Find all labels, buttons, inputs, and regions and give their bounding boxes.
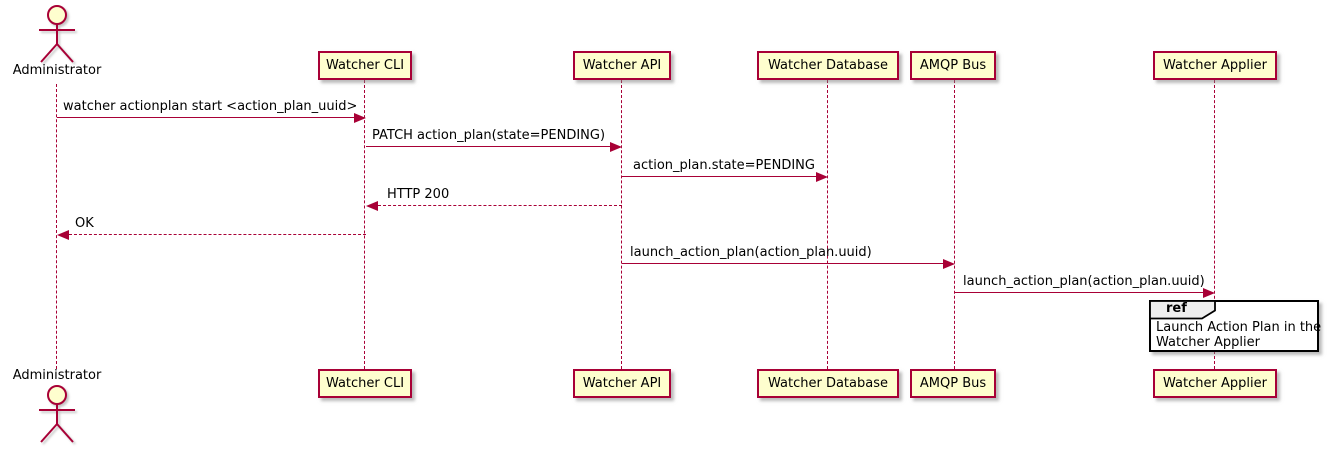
message-label: launch_action_plan(action_plan.uuid) bbox=[630, 245, 872, 260]
arrowhead-left-icon bbox=[57, 230, 69, 240]
participant-box-watcher-api-top: Watcher API bbox=[573, 51, 671, 80]
participant-box-watcher-api-bottom: Watcher API bbox=[573, 369, 671, 398]
actor-label-bottom: Administrator bbox=[12, 368, 102, 383]
arrowhead-right-icon bbox=[1203, 288, 1215, 298]
arrowhead-right-icon bbox=[610, 142, 622, 152]
lifeline-amqp-bus bbox=[954, 80, 955, 369]
message-line bbox=[69, 234, 366, 235]
lifeline-watcher-api bbox=[621, 80, 622, 369]
message-label: launch_action_plan(action_plan.uuid) bbox=[963, 274, 1205, 289]
ref-tab-shape-icon bbox=[1149, 300, 1216, 320]
participant-box-watcher-database-bottom: Watcher Database bbox=[757, 369, 899, 398]
participant-box-watcher-cli-top: Watcher CLI bbox=[318, 51, 412, 80]
ref-text-line2: Watcher Applier bbox=[1156, 335, 1260, 350]
participant-box-watcher-applier-bottom: Watcher Applier bbox=[1153, 369, 1277, 398]
participant-box-watcher-applier-top: Watcher Applier bbox=[1153, 51, 1277, 80]
message-label: HTTP 200 bbox=[387, 187, 450, 202]
arrowhead-right-icon bbox=[354, 113, 366, 123]
administrator-actor-icon bbox=[39, 5, 75, 63]
message-line bbox=[622, 176, 816, 177]
lifeline-watcher-cli bbox=[364, 80, 365, 369]
participant-box-watcher-cli-bottom: Watcher CLI bbox=[318, 369, 412, 398]
participant-box-watcher-database-top: Watcher Database bbox=[757, 51, 899, 80]
actor-label-top: Administrator bbox=[12, 63, 102, 78]
message-label: PATCH action_plan(state=PENDING) bbox=[372, 128, 606, 143]
message-label: OK bbox=[75, 216, 94, 231]
message-line bbox=[622, 263, 943, 264]
message-line bbox=[955, 292, 1203, 293]
lifeline-administrator bbox=[56, 84, 57, 369]
ref-fragment: ref Launch Action Plan in the Watcher Ap… bbox=[1149, 300, 1322, 352]
arrowhead-right-icon bbox=[816, 172, 828, 182]
arrowhead-left-icon bbox=[366, 201, 378, 211]
lifeline-watcher-applier bbox=[1214, 80, 1215, 369]
message-line bbox=[378, 205, 622, 206]
ref-keyword: ref bbox=[1166, 301, 1187, 316]
ref-text-line1: Launch Action Plan in the bbox=[1156, 320, 1322, 335]
message-label: watcher actionplan start <action_plan_uu… bbox=[63, 99, 358, 114]
administrator-actor-icon bbox=[39, 385, 75, 443]
message-label: action_plan.state=PENDING bbox=[633, 158, 815, 173]
message-line bbox=[57, 117, 354, 118]
participant-box-amqp-bus-top: AMQP Bus bbox=[910, 51, 996, 80]
message-line bbox=[366, 146, 610, 147]
participant-box-amqp-bus-bottom: AMQP Bus bbox=[910, 369, 996, 398]
lifeline-watcher-database bbox=[827, 80, 828, 369]
arrowhead-right-icon bbox=[943, 259, 955, 269]
ref-tab: ref bbox=[1149, 300, 1217, 320]
